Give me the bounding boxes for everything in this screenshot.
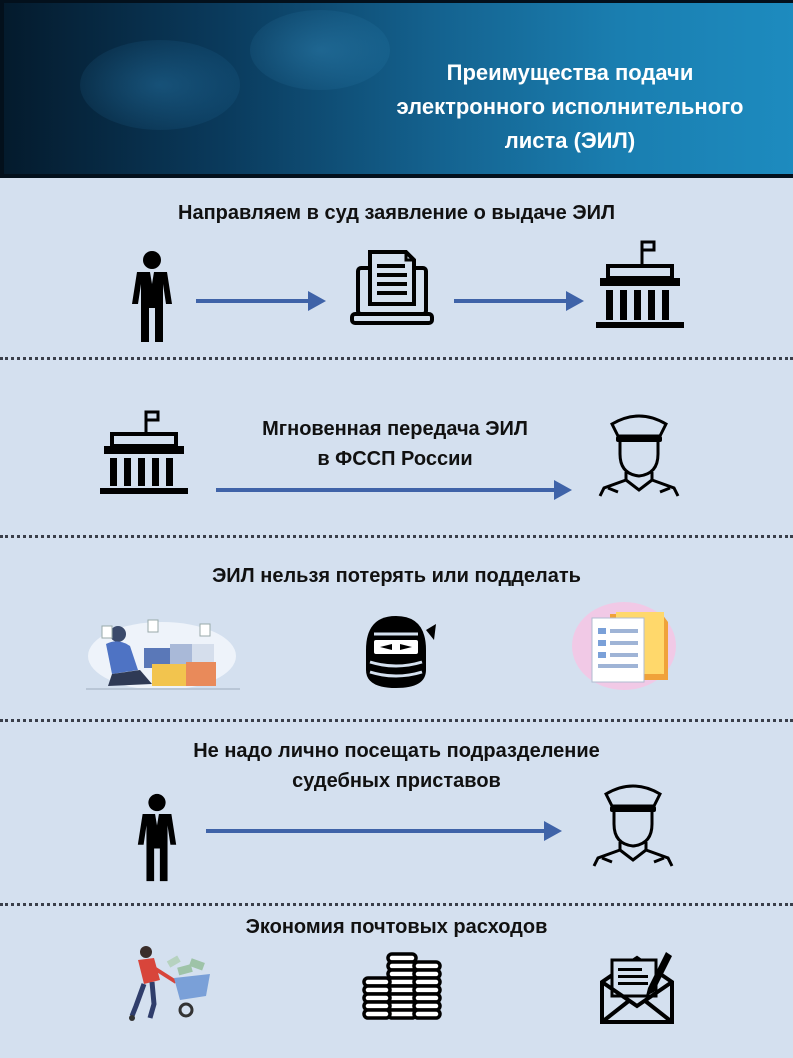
page-title: Преимущества подачи электронного исполни… (360, 56, 780, 158)
section-divider (0, 719, 793, 722)
section-title: Экономия почтовых расходов (245, 916, 548, 938)
officer-icon (592, 784, 674, 867)
section-title-line: Не надо лично посещать подразделение (193, 740, 600, 762)
envelope-letter-icon (600, 952, 674, 1024)
section-title-line: в ФССП России (317, 448, 473, 470)
masked-forger-icon (366, 616, 436, 688)
document-folder-illustration (572, 602, 676, 690)
header-banner: Преимущества подачи электронного исполни… (0, 0, 793, 178)
court-building-icon (100, 410, 188, 494)
section-title: ЭИЛ нельзя потерять или подделать (212, 565, 581, 587)
section-title: Направляем в суд заявление о выдаче ЭИЛ (178, 202, 615, 224)
flow-arrow (196, 291, 326, 311)
flow-arrow (216, 480, 572, 500)
section-divider (0, 903, 793, 906)
coin-stacks-icon (362, 952, 442, 1020)
person-icon (132, 251, 172, 342)
flow-arrow (206, 821, 562, 841)
header-frame (0, 0, 4, 174)
header-glow (250, 10, 390, 90)
section-title-line: судебных приставов (292, 770, 501, 792)
page-title-line: листа (ЭИЛ) (504, 128, 636, 153)
page-title-line: электронного исполнительного (396, 94, 744, 119)
page-title-line: Преимущества подачи (446, 60, 694, 85)
section-divider (0, 535, 793, 538)
section-title: Не надо лично посещать подразделение суд… (0, 736, 793, 796)
section-title: Мгновенная передача ЭИЛ в ФССП России (200, 414, 590, 474)
officer-icon (598, 414, 680, 497)
person-icon (137, 793, 177, 882)
laptop-document-icon (350, 250, 434, 325)
section-divider (0, 357, 793, 360)
court-building-icon (596, 240, 684, 328)
header-frame (0, 0, 793, 3)
flow-arrow (454, 291, 584, 311)
money-cart-illustration (129, 946, 210, 1021)
section-title-line: Мгновенная передача ЭИЛ (262, 418, 528, 440)
lost-documents-illustration (86, 619, 240, 690)
header-glow (80, 40, 240, 130)
